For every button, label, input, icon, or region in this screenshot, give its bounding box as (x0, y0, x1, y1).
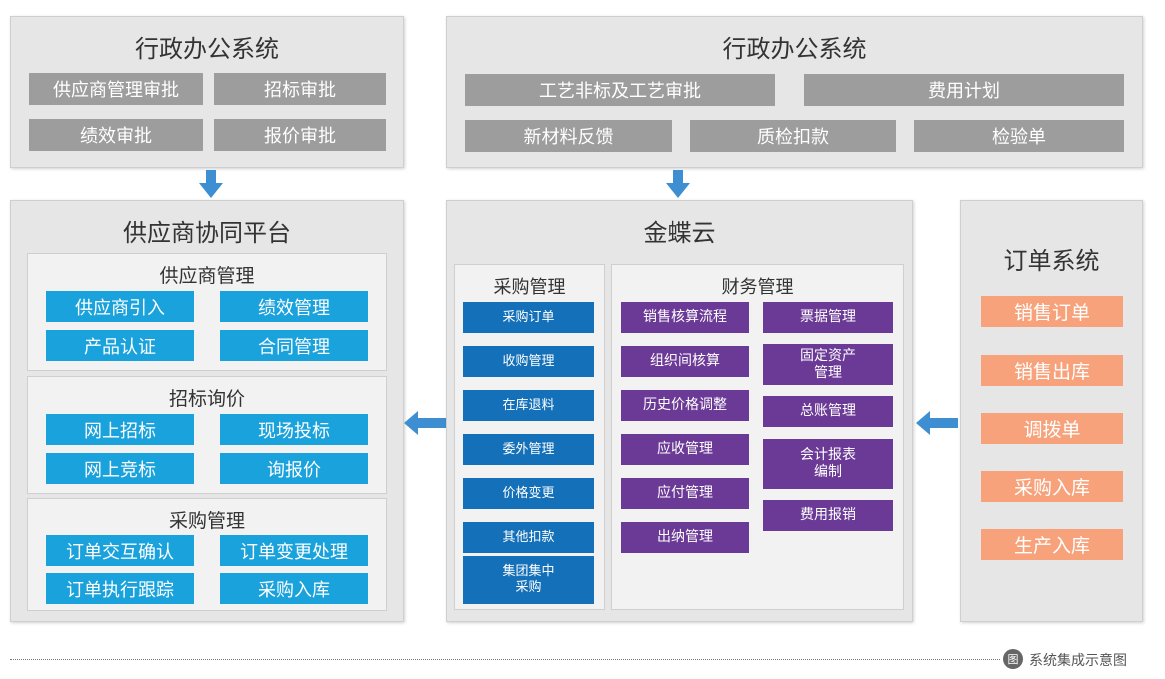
module-item[interactable]: 组织间核算 (621, 346, 749, 377)
module-item[interactable]: 票据管理 (763, 302, 893, 333)
module-item[interactable]: 采购入库 (220, 573, 368, 604)
module-item[interactable]: 在库退料 (463, 390, 594, 421)
finance-management-column: 财务管理 销售核算流程 组织间核算 历史价格调整 应收管理 应付管理 出纳管理 … (611, 264, 904, 610)
module-item[interactable]: 询报价 (220, 453, 368, 484)
column-title: 采购管理 (493, 277, 566, 298)
module-item[interactable]: 供应商引入 (46, 291, 194, 322)
panel-title: 订单系统 (1003, 247, 1100, 275)
approval-item[interactable]: 质检扣款 (690, 120, 896, 152)
footer-divider (10, 659, 1000, 660)
module-item[interactable]: 应付管理 (621, 478, 749, 509)
module-item[interactable]: 集团集中 采购 (463, 556, 594, 604)
module-item[interactable]: 网上竞标 (46, 453, 194, 484)
approval-item[interactable]: 新材料反馈 (465, 120, 672, 152)
module-item[interactable]: 订单交互确认 (46, 535, 194, 566)
module-item[interactable]: 价格变更 (463, 478, 594, 509)
approval-item[interactable]: 供应商管理审批 (29, 73, 203, 105)
module-item[interactable]: 总账管理 (763, 396, 893, 427)
panel-title: 行政办公系统 (722, 35, 867, 63)
arrow-down-icon (666, 170, 690, 198)
module-item[interactable]: 委外管理 (463, 434, 594, 465)
module-item[interactable]: 历史价格调整 (621, 390, 749, 421)
module-item[interactable]: 产品认证 (46, 330, 194, 361)
group-title: 招标询价 (168, 388, 245, 410)
order-system-panel: 订单系统 销售订单 销售出库 调拨单 采购入库 生产入库 (960, 200, 1143, 622)
module-item[interactable]: 订单执行跟踪 (46, 573, 194, 604)
supplier-management-group: 供应商管理 供应商引入 绩效管理 产品认证 合同管理 (27, 253, 387, 371)
approval-item[interactable]: 检验单 (914, 120, 1124, 152)
arrow-left-icon (404, 411, 446, 435)
admin-office-panel-right: 行政办公系统 工艺非标及工艺审批 费用计划 新材料反馈 质检扣款 检验单 (446, 16, 1143, 168)
group-title: 采购管理 (168, 510, 245, 532)
module-item[interactable]: 绩效管理 (220, 291, 368, 322)
figure-icon: 图 (1003, 649, 1023, 669)
module-item[interactable]: 其他扣款 (463, 522, 594, 553)
module-item[interactable]: 生产入库 (981, 529, 1123, 560)
module-item[interactable]: 现场投标 (220, 414, 368, 445)
purchase-management-column: 采购管理 采购订单 收购管理 在库退料 委外管理 价格变更 其他扣款 集团集中 … (454, 264, 605, 610)
figure-caption: 系统集成示意图 (1029, 653, 1127, 669)
module-item[interactable]: 应收管理 (621, 434, 749, 465)
module-item[interactable]: 销售订单 (981, 296, 1123, 327)
panel-title: 供应商协同平台 (123, 219, 291, 247)
column-title: 财务管理 (721, 277, 794, 298)
arrow-down-icon (199, 170, 223, 198)
group-title: 供应商管理 (159, 265, 255, 287)
panel-title: 行政办公系统 (135, 35, 279, 63)
module-item[interactable]: 出纳管理 (621, 522, 749, 553)
module-item[interactable]: 网上招标 (46, 414, 194, 445)
module-item[interactable]: 固定资产 管理 (763, 344, 893, 385)
kingdee-cloud-panel: 金蝶云 采购管理 采购订单 收购管理 在库退料 委外管理 价格变更 其他扣款 集… (446, 200, 913, 622)
module-item[interactable]: 费用报销 (763, 500, 893, 531)
supplier-platform-panel: 供应商协同平台 供应商管理 供应商引入 绩效管理 产品认证 合同管理 招标询价 … (10, 200, 404, 622)
module-item[interactable]: 订单变更处理 (220, 535, 368, 566)
module-item[interactable]: 采购订单 (463, 302, 594, 333)
module-item[interactable]: 采购入库 (981, 471, 1123, 502)
module-item[interactable]: 合同管理 (220, 330, 368, 361)
module-item[interactable]: 收购管理 (463, 346, 594, 377)
admin-office-panel-left: 行政办公系统 供应商管理审批 招标审批 绩效审批 报价审批 (10, 16, 404, 168)
bidding-inquiry-group: 招标询价 网上招标 现场投标 网上竞标 询报价 (27, 376, 387, 494)
approval-item[interactable]: 招标审批 (214, 73, 386, 105)
purchase-management-group: 采购管理 订单交互确认 订单变更处理 订单执行跟踪 采购入库 (27, 498, 387, 611)
arrow-left-icon (916, 411, 958, 435)
approval-item[interactable]: 工艺非标及工艺审批 (465, 74, 775, 106)
module-item[interactable]: 销售出库 (981, 355, 1123, 386)
approval-item[interactable]: 绩效审批 (29, 119, 203, 151)
module-item[interactable]: 销售核算流程 (621, 302, 749, 333)
panel-title: 金蝶云 (643, 219, 716, 247)
approval-item[interactable]: 费用计划 (804, 74, 1124, 106)
approval-item[interactable]: 报价审批 (214, 119, 386, 151)
module-item[interactable]: 会计报表 编制 (763, 439, 893, 489)
module-item[interactable]: 调拨单 (981, 413, 1123, 444)
